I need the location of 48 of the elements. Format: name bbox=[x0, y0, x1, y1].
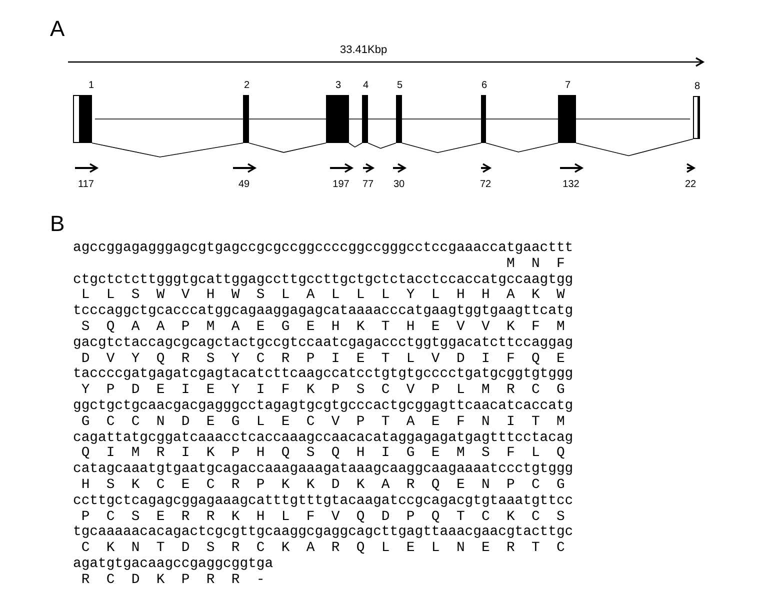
amino-acid-line: Y P D E I E Y I F K P S C V P L M R C G bbox=[80, 383, 565, 398]
dna-sequence-line: tgcaaaaacacagactcgcgttgcaaggcgaggcagcttgagttaaacgaacgtacttgc bbox=[73, 525, 574, 540]
splice-line bbox=[348, 142, 362, 148]
panel-label: A bbox=[50, 18, 65, 40]
length-label: 117 bbox=[77, 179, 95, 190]
exon-number: 7 bbox=[565, 81, 571, 91]
dna-sequence-line: gacgtctaccagcgcagctactgccgtccaatcgagaccctggtggacatcttccaggag bbox=[73, 336, 574, 350]
panel-label: B bbox=[50, 213, 65, 235]
amino-acid-line: H S K C E C R P K K D K A R Q E N P C G bbox=[80, 478, 565, 492]
length-label: 72 bbox=[478, 179, 492, 190]
dna-sequence-line: catagcaaatgtgaatgcagaccaaagaaagataaagcaaggcaagaaaatccctgtggg bbox=[73, 462, 574, 476]
amino-acid-line: L L S W V H W S L A L L L Y L H H A K W bbox=[80, 288, 565, 302]
dna-sequence-line: tcccaggctgcacccatggcagaaggagagcataaaacccatgaagtggtgaagttcatg bbox=[73, 304, 574, 318]
dna-sequence-line: agatgtgacaagccgaggcggtga bbox=[73, 557, 274, 571]
amino-acid-line: S Q A A P M A E G E H K T H E V V K F M bbox=[80, 320, 565, 334]
length-label: 197 bbox=[332, 179, 350, 190]
exon-number: 8 bbox=[694, 82, 700, 92]
amino-acid-line: D V Y Q R S Y C R P I E T L V D I F Q E bbox=[80, 352, 565, 366]
dimension-label: 33.41Kbp bbox=[340, 44, 388, 56]
dna-sequence-line: cagattatgcggatcaaacctcaccaaagccaacacataggagagatgagtttcctacag bbox=[73, 430, 574, 445]
amino-acid-line: P C S E R R K H L F V Q D P Q T C K C S bbox=[80, 510, 565, 524]
dna-sequence-line: taccccgatgagatcgagtacatcttcaagccatcctgtgtgcccctgatgcggtgtggg bbox=[73, 367, 574, 382]
exon-number: 2 bbox=[244, 81, 250, 91]
dna-sequence-line: ccttgctcagagcggagaaagcatttgtttgtacaagatccgcagacgtgtaaatgttcc bbox=[73, 494, 574, 508]
dna-sequence-line: ggctgctgcaacgacgagggcctagagtgcgtgcccactgcggagttcaacatcaccatg bbox=[73, 399, 574, 413]
amino-acid-line: R C D K P R R - bbox=[80, 572, 265, 587]
length-label: 132 bbox=[562, 179, 580, 190]
length-label: 49 bbox=[237, 179, 251, 190]
exon-number: 4 bbox=[363, 81, 369, 91]
dna-sequence-line: agccggagagggagcgtgagccgcgccggccccggccgggcctccgaaaccatgaacttt bbox=[73, 241, 574, 255]
amino-acid-line: C K N T D S R C K A R Q L E L N E R T C bbox=[80, 541, 565, 556]
length-label: 30 bbox=[392, 179, 406, 190]
splice-line bbox=[248, 142, 326, 153]
exon-number: 3 bbox=[336, 81, 342, 91]
splice-line bbox=[576, 138, 694, 156]
exon-number: 6 bbox=[482, 81, 488, 91]
amino-acid-line: M N F bbox=[505, 256, 565, 271]
exon-number: 1 bbox=[88, 81, 94, 91]
exon-number: 5 bbox=[397, 81, 403, 91]
amino-acid-line: Q I M R I K P H Q S Q H I G E M S F L Q bbox=[80, 446, 565, 460]
splice-line bbox=[92, 142, 244, 158]
dna-sequence-line: ctgctctcttgggtgcattggagccttgccttgctgctctacctccaccatgccaagtgg bbox=[73, 272, 574, 287]
splice-line bbox=[402, 142, 482, 153]
length-label: 77 bbox=[361, 179, 375, 190]
splice-line bbox=[368, 142, 396, 149]
length-label: 22 bbox=[684, 179, 698, 190]
splice-line bbox=[486, 142, 558, 152]
amino-acid-line: G C C N D E G L E C V P T A E F N I T M bbox=[80, 414, 565, 429]
